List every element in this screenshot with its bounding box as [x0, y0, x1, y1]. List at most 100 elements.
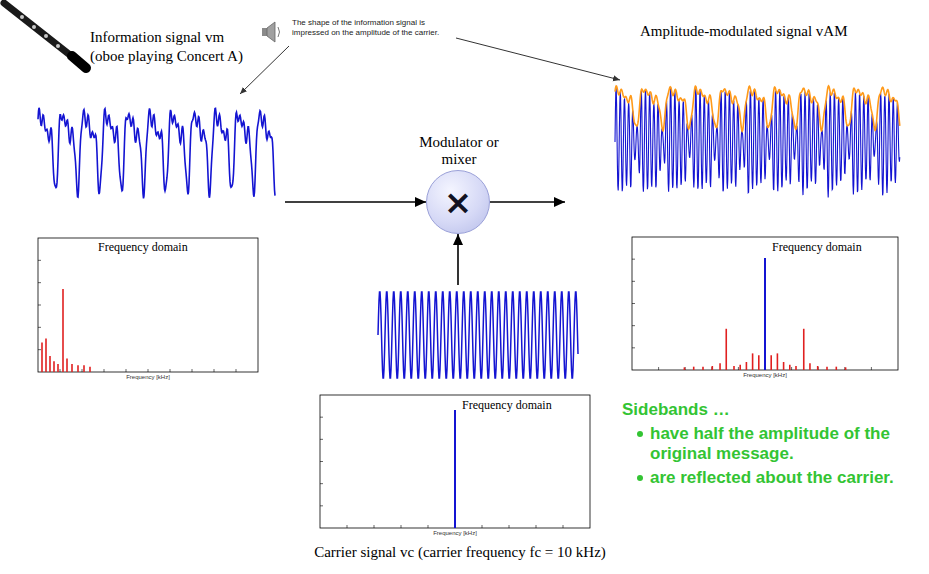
bullet-dot [637, 475, 643, 481]
axis-tick [347, 525, 348, 528]
axis-tick [818, 367, 819, 370]
plot-title: Frequency domain [98, 240, 188, 254]
waveforms [38, 86, 900, 378]
note-heading: Sidebands … [622, 400, 730, 420]
spectrum-line [49, 356, 51, 372]
axis-tick [536, 525, 537, 528]
speaker-icon [262, 22, 280, 42]
signal-arrow [457, 234, 459, 285]
axis-label: Frequency [kHz] [320, 529, 590, 537]
signal-title: Information signal vm (oboe playing Conc… [90, 28, 262, 66]
signal-panel: Carrier signal vc (carrier frequency fc … [225, 285, 695, 567]
axis-label: Frequency [kHz] [38, 373, 258, 381]
bullet-dot [637, 431, 643, 437]
bullet-note: are reflected about the carrier. [650, 468, 898, 488]
sideband-line [719, 363, 721, 370]
signal-panel: Information signal vm (oboe playing Conc… [30, 20, 285, 215]
axis-tick [60, 369, 61, 372]
sideband-line [777, 353, 779, 370]
sideband-line [826, 367, 828, 370]
sideband-line [711, 366, 713, 370]
leader-line [240, 46, 289, 94]
axis-tick [632, 281, 635, 282]
axis-tick [170, 369, 171, 372]
sideband-line [746, 362, 748, 370]
axis-tick [844, 367, 845, 370]
bullet-note: have half the amplitude of the original … [650, 424, 898, 464]
axis-tick [658, 367, 659, 370]
signal-panel: Amplitude-modulated signal vAM [565, 18, 905, 215]
spectrum-line [53, 361, 55, 372]
sideband-line [845, 367, 847, 370]
oboe-icon [4, 3, 86, 68]
spectrum-line [77, 365, 79, 372]
axis-tick [374, 525, 375, 528]
axis-tick [482, 525, 483, 528]
sideband-line [752, 353, 754, 370]
carrier-spectrum-line [764, 258, 766, 370]
axis-tick [711, 367, 712, 370]
sideband-line [789, 365, 791, 370]
mixer-heading: Modulator or mixer [419, 134, 499, 168]
spectrum-line [66, 359, 68, 372]
multiply-symbol: × [427, 171, 489, 233]
leader-line [456, 38, 620, 80]
axis-label: Frequency [kHz] [632, 371, 898, 379]
callout-note: The shape of the information signal is i… [292, 18, 452, 38]
axis-tick [38, 282, 41, 283]
signal-title: Carrier signal vc (carrier frequency fc … [225, 543, 695, 562]
signal-title: Amplitude-modulated signal vAM [640, 22, 900, 41]
axis-tick [320, 461, 323, 462]
axis-tick [428, 525, 429, 528]
axis-tick [38, 260, 41, 261]
sideband-line [809, 363, 811, 370]
axis-tick [104, 369, 105, 372]
plot-frame [38, 238, 258, 372]
spectrum-line [89, 367, 91, 372]
axis-tick [38, 349, 41, 350]
axis-tick [214, 369, 215, 372]
carrier-waveform [378, 292, 578, 378]
am-waveform [615, 87, 900, 198]
axis-tick [148, 369, 149, 372]
sideband-line [702, 367, 704, 370]
axis-tick [791, 367, 792, 370]
axis-tick [236, 369, 237, 372]
sideband-line [795, 366, 797, 370]
axis-tick [738, 367, 739, 370]
spectrum-line [57, 364, 59, 372]
signal-arrow [285, 201, 426, 203]
axis-tick [563, 525, 564, 528]
axis-tick [685, 367, 686, 370]
axis-tick [632, 259, 635, 260]
axis-tick [320, 417, 323, 418]
sideband-line [783, 362, 785, 370]
sideband-line [739, 365, 741, 370]
plot-frame [320, 395, 590, 528]
spectrum-line [41, 343, 43, 372]
spectrum-line [45, 339, 47, 373]
plot-title: Frequency domain [462, 398, 552, 412]
sideband-line [684, 367, 686, 370]
mixer-circle: Modulator or mixer× [426, 170, 490, 234]
sideband-line [733, 366, 735, 370]
carrier-spectrum-line [454, 410, 456, 528]
spectrum-line [62, 289, 64, 372]
axis-tick [38, 327, 41, 328]
sideband-line [725, 329, 727, 370]
axis-tick [82, 369, 83, 372]
signal-arrow [490, 201, 565, 203]
axis-tick [192, 369, 193, 372]
sideband-line [758, 355, 760, 370]
axis-tick [509, 525, 510, 528]
envelope-line [615, 86, 900, 131]
axis-tick [871, 367, 872, 370]
sideband-line [817, 366, 819, 370]
spectrum-line [71, 364, 73, 372]
plot-frame [632, 237, 898, 370]
sideband-line [693, 367, 695, 370]
plot-title: Frequency domain [772, 240, 862, 254]
